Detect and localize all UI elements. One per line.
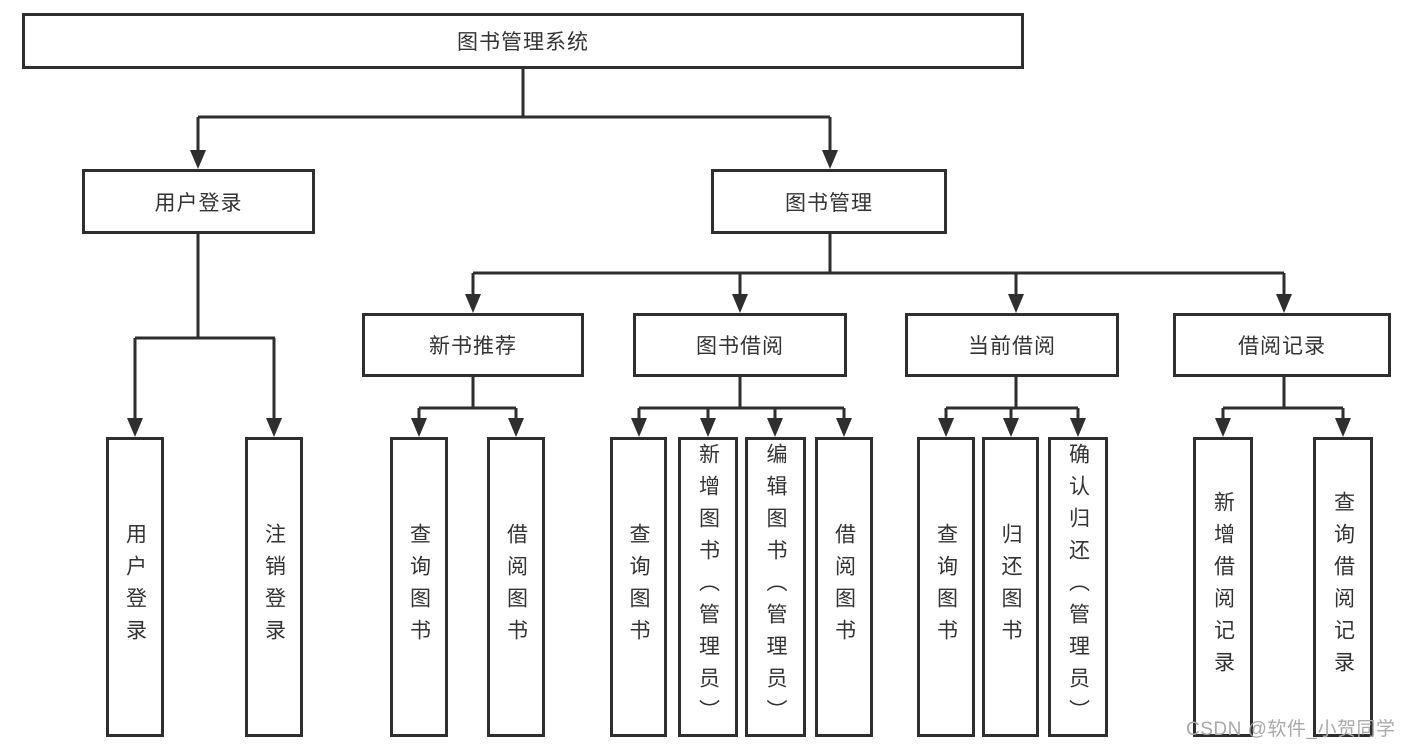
node-book-borrowing: 图书借阅 bbox=[633, 313, 847, 377]
node-label: 借阅图书 bbox=[504, 523, 528, 651]
node-label: 新增图书（管理员） bbox=[696, 443, 720, 731]
node-label: 确认归还（管理员） bbox=[1066, 443, 1090, 731]
node-label: 查询借阅记录 bbox=[1331, 491, 1355, 683]
arrowhead-icon bbox=[508, 418, 524, 437]
edges-root bbox=[190, 69, 838, 169]
edges-borrowing-records bbox=[1215, 377, 1351, 437]
node-query-books-recommend: 查询图书 bbox=[390, 437, 448, 737]
node-borrow-books-leaf: 借阅图书 bbox=[815, 437, 873, 737]
node-book-management: 图书管理 bbox=[711, 169, 947, 234]
watermark: CSDN @软件_小贺同学 bbox=[1186, 719, 1396, 740]
node-label: 编辑图书（管理员） bbox=[764, 443, 787, 731]
node-label: 查询图书 bbox=[934, 523, 958, 651]
node-label: 注销登录 bbox=[262, 523, 286, 651]
arrowhead-icon bbox=[465, 294, 481, 313]
node-label: 用户登录 bbox=[123, 523, 147, 651]
edges-book-borrowing bbox=[631, 377, 852, 437]
edges-book-management-branch bbox=[465, 232, 1292, 313]
node-borrowing-records: 借阅记录 bbox=[1173, 313, 1391, 377]
arrowhead-icon bbox=[1335, 418, 1351, 437]
node-confirm-return-admin: 确认归还（管理员） bbox=[1048, 437, 1108, 737]
arrowhead-icon bbox=[1276, 294, 1292, 313]
node-label: 新书推荐 bbox=[429, 335, 517, 358]
arrowhead-icon bbox=[266, 418, 282, 437]
node-query-borrow-record: 查询借阅记录 bbox=[1313, 437, 1373, 737]
arrowhead-icon bbox=[1215, 418, 1231, 437]
node-borrow-books-recommend: 借阅图书 bbox=[487, 437, 545, 737]
node-add-borrow-record: 新增借阅记录 bbox=[1193, 437, 1253, 737]
node-label: 查询图书 bbox=[407, 523, 431, 651]
node-return-books: 归还图书 bbox=[982, 437, 1039, 737]
edges-current-borrowing bbox=[938, 377, 1086, 437]
arrowhead-icon bbox=[411, 418, 427, 437]
node-new-book-recommendation: 新书推荐 bbox=[362, 313, 584, 377]
arrowhead-icon bbox=[631, 418, 647, 437]
node-label: 新增借阅记录 bbox=[1211, 491, 1235, 683]
node-add-book-admin: 新增图书（管理员） bbox=[678, 437, 738, 737]
edges-new-book-recommendation bbox=[411, 377, 524, 437]
node-user-login: 用户登录 bbox=[82, 169, 315, 234]
node-edit-book-admin: 编辑图书（管理员） bbox=[745, 437, 806, 737]
node-label: 借阅记录 bbox=[1238, 335, 1326, 358]
node-label: 图书借阅 bbox=[696, 335, 784, 358]
arrowhead-icon bbox=[190, 150, 206, 169]
node-label: 图书管理 bbox=[785, 191, 873, 215]
node-current-borrowing: 当前借阅 bbox=[905, 313, 1119, 377]
arrowhead-icon bbox=[836, 418, 852, 437]
node-root: 图书管理系统 bbox=[22, 13, 1024, 69]
node-query-books-current: 查询图书 bbox=[917, 437, 975, 737]
arrowhead-icon bbox=[1070, 418, 1086, 437]
node-user-login-leaf: 用户登录 bbox=[106, 437, 164, 737]
arrowhead-icon bbox=[732, 294, 748, 313]
arrowhead-icon bbox=[822, 150, 838, 169]
edges-user-login-branch bbox=[127, 233, 282, 437]
node-label: 借阅图书 bbox=[832, 523, 856, 651]
arrowhead-icon bbox=[1008, 294, 1024, 313]
node-query-books-borrowing: 查询图书 bbox=[610, 437, 667, 737]
arrowhead-icon bbox=[700, 418, 716, 437]
arrowhead-icon bbox=[938, 418, 954, 437]
node-label: 归还图书 bbox=[999, 523, 1022, 651]
node-label: 查询图书 bbox=[627, 523, 650, 651]
arrowhead-icon bbox=[767, 418, 783, 437]
node-logout-leaf: 注销登录 bbox=[245, 437, 303, 737]
node-label: 用户登录 bbox=[154, 191, 243, 215]
arrowhead-icon bbox=[127, 418, 143, 437]
arrowhead-icon bbox=[1003, 418, 1019, 437]
node-root-label: 图书管理系统 bbox=[457, 31, 589, 54]
node-label: 当前借阅 bbox=[968, 335, 1056, 358]
